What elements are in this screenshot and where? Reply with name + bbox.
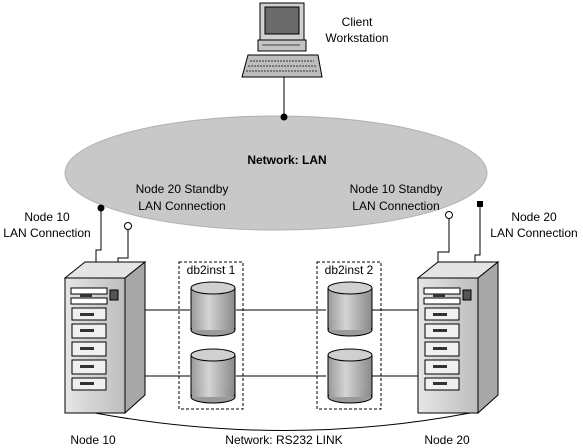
db1-disk-bottom-icon: [190, 348, 236, 404]
node20-label: Node 20: [424, 433, 470, 447]
node20-lan-line1: Node 20: [511, 210, 557, 224]
client-workstation-icon: [241, 2, 323, 78]
client-line2: Workstation: [325, 31, 388, 45]
db2-disk-top-icon: [327, 281, 373, 337]
node10-standby-point: [445, 211, 453, 219]
rs232-link: [94, 412, 471, 431]
node20-standby-point: [124, 222, 132, 230]
db2-disk-bottom-icon: [327, 348, 373, 404]
db2inst1-group: [178, 261, 244, 410]
node10-lan-point: [97, 204, 105, 212]
node10-standby-line1: Node 10 Standby: [350, 182, 443, 196]
node10-server-icon: [63, 260, 147, 415]
node10-standby-link: [437, 215, 450, 262]
node20-server-icon: [416, 260, 500, 415]
node20-lan-link: [474, 204, 481, 262]
node10-lan-link: [95, 208, 102, 264]
node20-standby-line1: Node 20 Standby: [136, 182, 229, 196]
rs232-label: Network: RS232 LINK: [225, 433, 342, 447]
node20-standby-link: [117, 226, 129, 264]
lan-cloud: [64, 115, 488, 231]
db2inst1-label: db2inst 1: [187, 263, 236, 277]
node10-lan-line2: LAN Connection: [3, 226, 90, 240]
db2inst2-group: [316, 261, 382, 410]
client-line1: Client: [342, 15, 373, 29]
client-connection-point: [280, 113, 288, 121]
node20-standby-line2: LAN Connection: [138, 199, 225, 213]
node20-lan-line2: LAN Connection: [490, 226, 577, 240]
node10-lan-line1: Node 10: [24, 210, 70, 224]
db2inst2-label: db2inst 2: [325, 263, 374, 277]
db1-disk-top-icon: [190, 281, 236, 337]
node20-lan-point: [477, 201, 483, 207]
node10-label: Node 10: [70, 433, 116, 447]
network-lan-label: Network: LAN: [247, 153, 326, 167]
node10-standby-line2: LAN Connection: [352, 199, 439, 213]
